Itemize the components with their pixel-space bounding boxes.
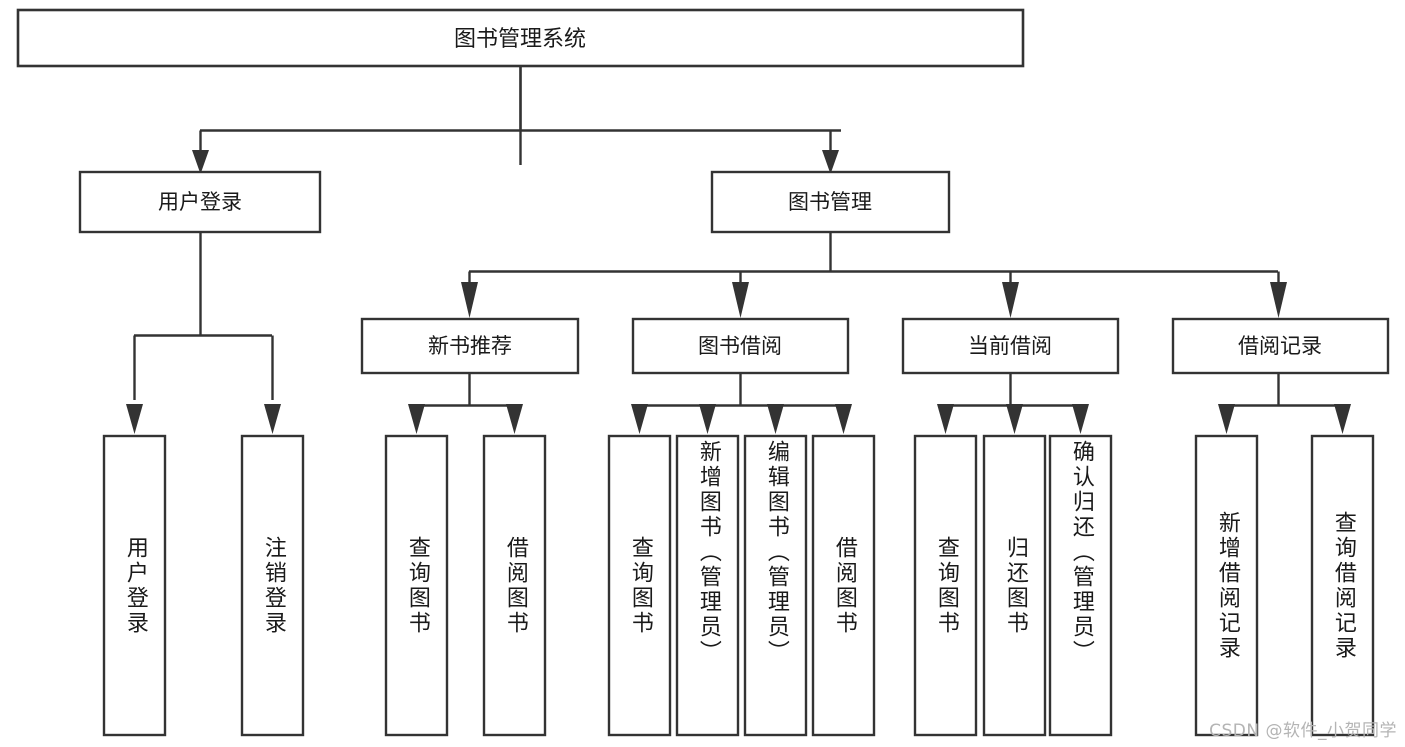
leaf-box-bb-add-book[interactable]: [675, 434, 740, 737]
leaf-box-br-add-record[interactable]: [1194, 434, 1259, 737]
arrow-nbr-child-1: [408, 404, 425, 434]
arrow-cb-child-2: [1006, 404, 1023, 434]
node-current-borrow[interactable]: [901, 317, 1120, 375]
node-new-book-recommend[interactable]: [360, 317, 580, 375]
node-borrow-records[interactable]: [1171, 317, 1390, 375]
node-book-borrow-label: 图书借阅: [698, 334, 782, 358]
node-borrow-records-label: 借阅记录: [1238, 334, 1322, 358]
node-root[interactable]: [16, 8, 1025, 68]
node-root-label: 图书管理系统: [454, 27, 586, 52]
leaf-box-bb-edit-book[interactable]: [743, 434, 808, 737]
connector-layer: [126, 66, 1351, 434]
watermark: CSDN @软件_小贺同学: [1209, 721, 1397, 741]
arrow-nbr-child-2: [506, 404, 523, 434]
arrow-book-borrow: [732, 282, 749, 318]
node-current-borrow-label: 当前借阅: [968, 334, 1052, 358]
arrow-new-book-recommend: [461, 282, 478, 318]
arrow-leaf-user-login: [126, 404, 143, 434]
leaf-box-cb-return-book[interactable]: [982, 434, 1047, 737]
leaf-box-logout[interactable]: [240, 434, 305, 737]
arrow-bb-child-2: [699, 404, 716, 434]
arrow-cb-child-1: [937, 404, 954, 434]
node-book-manage[interactable]: [710, 170, 951, 234]
leaf-box-cb-confirm-return[interactable]: [1048, 434, 1113, 737]
arrow-current-borrow: [1002, 282, 1019, 318]
leaf-box-bb-borrow-book[interactable]: [811, 434, 876, 737]
arrow-leaf-logout: [264, 404, 281, 434]
arrow-book-manage: [822, 150, 839, 174]
node-book-manage-label: 图书管理: [788, 190, 872, 214]
leaf-box-cb-query-book[interactable]: [913, 434, 978, 737]
node-user-login-label: 用户登录: [158, 190, 242, 214]
arrow-borrow-records: [1270, 282, 1287, 318]
arrow-cb-child-3: [1072, 404, 1089, 434]
node-new-book-recommend-label: 新书推荐: [428, 334, 512, 358]
arrow-br-child-2: [1334, 404, 1351, 434]
leaf-box-nbr-query-book[interactable]: [384, 434, 449, 737]
node-layer: 图书管理系统 用户登录 图书管理 新书推荐 图书借阅 当前借阅 借阅记录: [16, 8, 1390, 737]
arrow-user-login: [192, 150, 209, 174]
node-book-borrow[interactable]: [631, 317, 850, 375]
leaf-box-nbr-borrow-book[interactable]: [482, 434, 547, 737]
node-user-login[interactable]: [78, 170, 322, 234]
leaf-box-user-login[interactable]: [102, 434, 167, 737]
leaf-box-bb-query-book[interactable]: [607, 434, 672, 737]
arrow-bb-child-3: [767, 404, 784, 434]
arrow-br-child-1: [1218, 404, 1235, 434]
arrow-bb-child-4: [835, 404, 852, 434]
leaf-box-br-query-record[interactable]: [1310, 434, 1375, 737]
arrow-bb-child-1: [631, 404, 648, 434]
